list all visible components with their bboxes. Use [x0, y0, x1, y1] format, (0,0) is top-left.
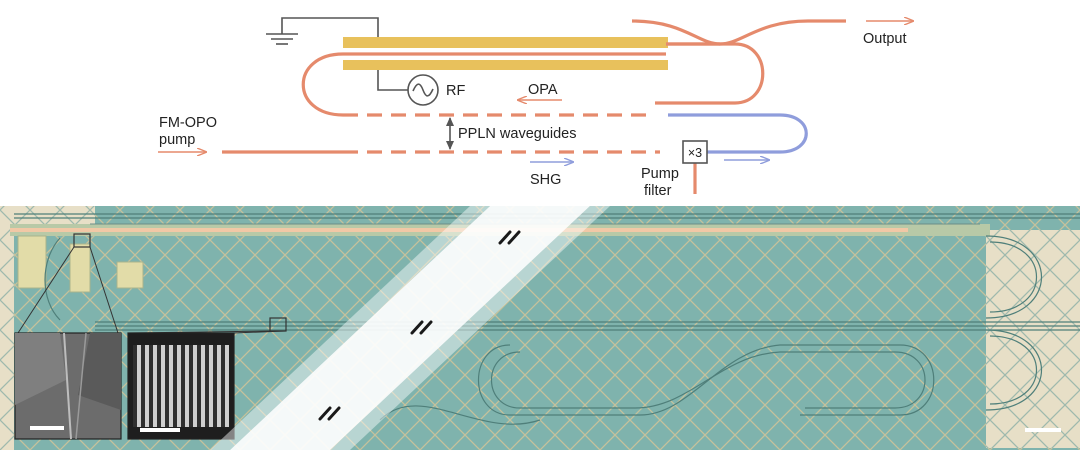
schematic: RF Output OPA FM-OPO pump PPLN waveguide… [158, 18, 913, 199]
chip-pad-1 [17, 235, 47, 289]
filter-label-line2: filter [644, 183, 672, 199]
chip-pad-2 [69, 243, 91, 293]
shg-label: SHG [530, 172, 561, 188]
rf-label: RF [446, 83, 465, 99]
opa-label: OPA [528, 82, 558, 98]
tripler-label: ×3 [688, 146, 702, 160]
chip-right-pad-region [986, 230, 1080, 448]
ac-source-icon [377, 70, 439, 106]
frequency-tripler-icon: ×3 [682, 140, 708, 164]
opa-loop-waveguide [655, 42, 765, 105]
electrode-bottom [343, 60, 668, 70]
chip-pad-3 [116, 261, 144, 289]
inset-callout-marker-1 [73, 233, 91, 248]
filter-label-line1: Pump [641, 166, 679, 182]
sem-poling-scale-bar [140, 428, 180, 432]
chip-break-band [230, 206, 590, 450]
sem-inset-waveguide [14, 332, 122, 440]
pump-label-line1: FM-OPO [159, 115, 217, 131]
chip-scale-bar [1025, 428, 1061, 432]
ppln-waveguides-label: PPLN waveguides [458, 126, 577, 142]
electrode-loop-waveguide [301, 52, 666, 117]
shg-waveguide [668, 113, 808, 154]
sem-inset-poling [127, 332, 235, 440]
axis-break-icon [318, 230, 521, 421]
electrode-top [343, 37, 668, 48]
chip-micrograph [0, 206, 1080, 450]
sem-scale-bar [30, 426, 64, 430]
output-label: Output [863, 31, 907, 47]
pump-label-line2: pump [159, 132, 195, 148]
